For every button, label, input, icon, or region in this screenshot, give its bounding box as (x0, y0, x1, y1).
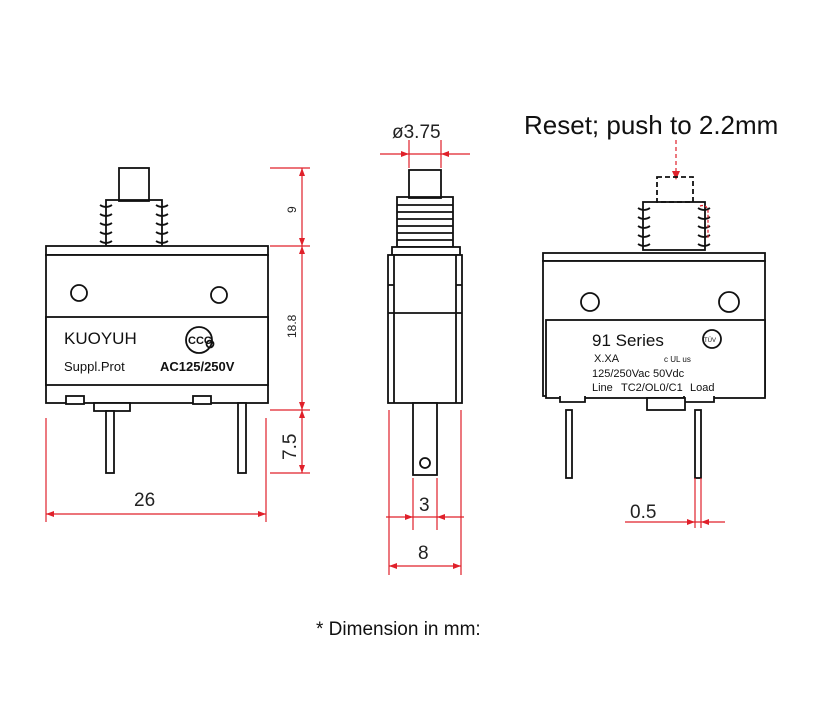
tc-code-label: TC2/OL0/C1 (621, 382, 683, 394)
svg-text:TÜV: TÜV (704, 337, 716, 344)
dim-terminal-length: 7.5 (280, 434, 301, 460)
side-dimensions: ø3.75 3 8 (380, 122, 470, 575)
side-body (387, 254, 463, 404)
dim-width: 26 (134, 490, 155, 511)
dim-button-height: 9 (285, 206, 299, 213)
front-view: KUOYUH Suppl.Prot AC125/250V CCC (45, 167, 269, 474)
back-rivet-right (718, 291, 740, 313)
front-terminal-left (105, 410, 115, 474)
back-dimensions: 0.5 (625, 478, 725, 528)
front-rivet-right (210, 286, 228, 304)
front-foot-right (192, 395, 212, 405)
model-label: X.XA (594, 353, 620, 365)
line-label: Line (592, 382, 613, 394)
front-foot-left (65, 395, 85, 405)
front-mounting-plate (45, 245, 269, 256)
back-rivet-left (580, 292, 600, 312)
back-terminal-base (646, 397, 686, 411)
brand-label: KUOYUH (64, 329, 137, 348)
front-dimensions: 9 18.8 7.5 26 (45, 167, 310, 522)
back-mounting-plate (542, 252, 766, 262)
back-thread-marks (637, 207, 711, 247)
supplementary-label: Suppl.Prot (64, 359, 125, 374)
side-plate (391, 246, 461, 256)
dim-terminal-thickness: 0.5 (630, 502, 656, 523)
front-reset-button (118, 167, 150, 202)
side-terminal-hole (419, 457, 431, 469)
front-rivet-left (70, 284, 88, 302)
back-threaded-bushing (642, 201, 706, 251)
dim-body-height: 18.8 (285, 314, 299, 338)
voltage-label: 125/250Vac 50Vdc (592, 368, 685, 380)
front-terminal-base (93, 402, 131, 412)
back-terminal-right (694, 409, 702, 479)
dim-terminal-width: 3 (419, 495, 430, 516)
ccc-cert-icon: CCC (185, 326, 215, 354)
front-thread-marks (99, 204, 169, 244)
ul-cert-mark: c UL us (664, 355, 691, 364)
tuv-cert-icon: TÜV (702, 329, 722, 349)
dim-button-diameter: ø3.75 (392, 122, 441, 143)
side-terminal (412, 402, 438, 476)
footnote: * Dimension in mm: (316, 619, 481, 640)
load-label: Load (690, 382, 714, 394)
back-terminal-left (565, 409, 573, 479)
back-label-panel (545, 319, 766, 399)
dim-body-width: 8 (418, 543, 429, 564)
rating-label: AC125/250V (160, 359, 235, 374)
reset-note: Reset; push to 2.2mm (524, 110, 778, 140)
side-view (387, 169, 463, 476)
front-terminal-right (237, 402, 247, 474)
front-label-panel (45, 316, 269, 386)
back-view: Reset; push to 2.2mm 91 Series TÜV X.XA … (524, 110, 778, 479)
side-thread-lines (397, 204, 453, 241)
side-reset-button (408, 169, 442, 199)
back-reset-button (656, 176, 694, 203)
series-label: 91 Series (592, 331, 664, 350)
front-threaded-bushing (105, 199, 163, 247)
